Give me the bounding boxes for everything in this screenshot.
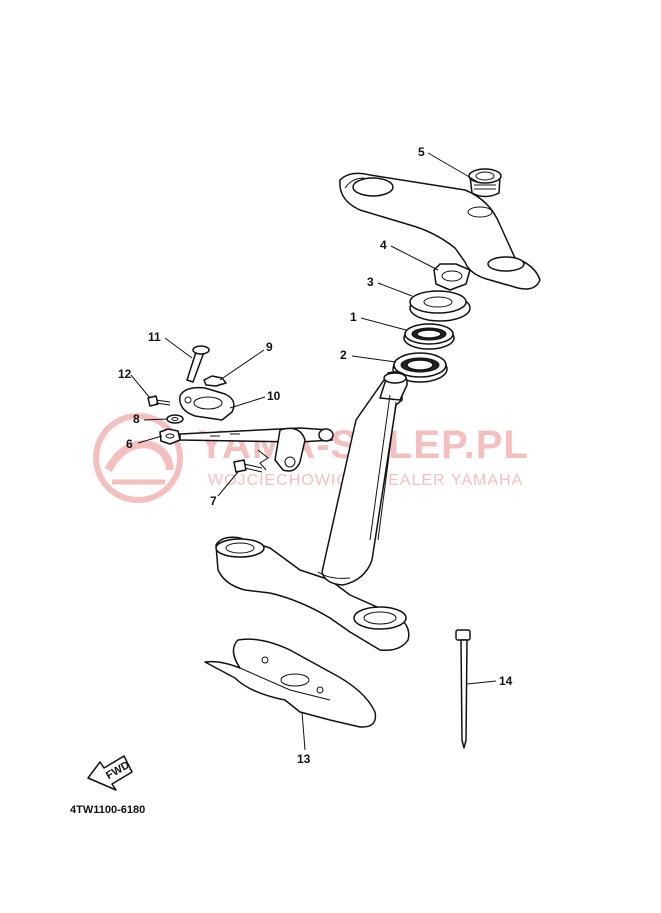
part-5-stem-nut[interactable] <box>468 168 502 198</box>
callout-13: 13 <box>297 752 311 766</box>
callout-9: 9 <box>266 340 273 354</box>
lower-bracket[interactable] <box>215 371 410 652</box>
part-14-cable-tie[interactable] <box>455 629 471 749</box>
part-13-under-cover[interactable] <box>204 638 377 728</box>
callout-10: 10 <box>267 389 281 403</box>
callout-2: 2 <box>340 348 347 362</box>
callout-7: 7 <box>210 494 217 508</box>
callout-14: 14 <box>499 674 513 688</box>
part-4-ring-nut[interactable] <box>433 263 471 291</box>
part-7-bolt[interactable] <box>233 449 269 473</box>
leader-lines <box>130 152 497 751</box>
callout-4: 4 <box>380 238 387 252</box>
callout-3: 3 <box>367 275 374 289</box>
fwd-arrow-icon: FWD <box>87 755 133 791</box>
part-10-damper-bracket[interactable] <box>179 386 235 421</box>
part-1-upper-bearing[interactable] <box>403 323 455 350</box>
part-3-bearing-cover[interactable] <box>409 290 471 322</box>
steering-damper-rod[interactable] <box>179 427 334 472</box>
part-12-bolt[interactable] <box>147 395 171 407</box>
callout-1: 1 <box>350 310 357 324</box>
diagram-code: 4TW1100-6180 <box>70 804 145 816</box>
callout-8: 8 <box>133 412 140 426</box>
callout-numbers: 5 4 3 1 2 11 9 10 12 8 6 7 13 14 <box>118 145 513 766</box>
part-8-washer[interactable] <box>166 414 184 424</box>
part-6-nut[interactable] <box>159 428 181 445</box>
callout-11: 11 <box>148 330 161 344</box>
part-9-clip[interactable] <box>203 375 227 387</box>
callout-12: 12 <box>118 367 132 381</box>
callout-5: 5 <box>418 145 425 159</box>
watermark-logo-icon <box>93 413 183 503</box>
callout-6: 6 <box>126 437 133 451</box>
part-11-pin[interactable] <box>186 345 210 383</box>
part-2-lower-bearing[interactable] <box>392 352 448 383</box>
upper-bracket[interactable] <box>339 172 541 290</box>
